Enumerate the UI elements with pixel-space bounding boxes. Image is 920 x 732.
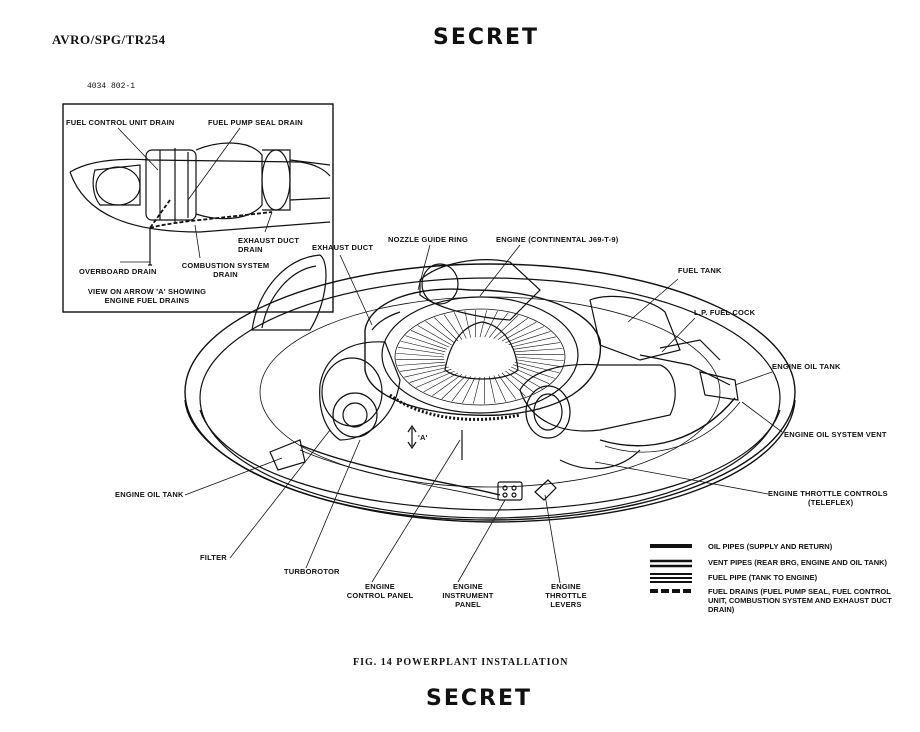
turbine-blade bbox=[405, 335, 447, 350]
turbine-blade bbox=[514, 348, 563, 353]
engine-cluster bbox=[269, 259, 741, 501]
turbine-blade bbox=[472, 376, 481, 404]
turbine-blade bbox=[511, 336, 556, 348]
label-engine-oil-system-vent: ENGINE OIL SYSTEM VENT bbox=[784, 430, 887, 439]
turbine-blade bbox=[410, 330, 449, 348]
label-exhaust-duct: EXHAUST DUCT bbox=[312, 243, 374, 252]
label-engine: ENGINE (CONTINENTAL J69-T-9) bbox=[496, 235, 619, 244]
label-engine-oil-tank-right: ENGINE OIL TANK bbox=[772, 362, 841, 371]
drawing-serial: 4034 802-1 bbox=[87, 82, 136, 91]
label-filter: FILTER bbox=[200, 553, 227, 562]
turbine-blade bbox=[400, 340, 446, 353]
legend-symbols bbox=[650, 544, 692, 593]
turbine-blade bbox=[434, 317, 459, 342]
turbine-blade bbox=[417, 325, 452, 346]
turbine-blade bbox=[441, 375, 467, 400]
label-fuel-tank: FUEL TANK bbox=[678, 266, 722, 275]
turbine-blade bbox=[513, 342, 560, 350]
turbine-blade bbox=[513, 364, 555, 379]
label-fuel-control-unit-drain: FUEL CONTROL UNIT DRAIN bbox=[66, 118, 175, 127]
legend-text: VENT PIPES (REAR BRG, ENGINE AND OIL TAN… bbox=[708, 558, 888, 567]
turbine-blade bbox=[425, 320, 455, 344]
turbine-blade bbox=[400, 364, 447, 372]
turbine-blade bbox=[453, 312, 467, 339]
label-lp-fuel-cock: L.P. FUEL COCK bbox=[694, 308, 756, 317]
turbine-blade bbox=[511, 366, 550, 384]
turbine-blade bbox=[479, 310, 488, 338]
saucer-hull bbox=[184, 254, 796, 523]
turbine-blade bbox=[497, 318, 528, 340]
turbine-blade bbox=[515, 356, 564, 362]
label-exhaust-duct-drain: EXHAUST DUCT DRAIN bbox=[238, 236, 300, 254]
turbine-blade bbox=[404, 366, 449, 378]
turbine-blade bbox=[396, 352, 445, 358]
inset-engine-drawing bbox=[69, 142, 331, 266]
turbine-blade bbox=[505, 326, 545, 344]
legend-text: FUEL DRAINS (FUEL PUMP SEAL, FUEL CONTRO… bbox=[708, 587, 892, 614]
turbine-blade bbox=[489, 312, 509, 338]
turbine-blade bbox=[508, 368, 543, 389]
turbine-blade bbox=[451, 376, 471, 402]
label-teleflex: (TELEFLEX) bbox=[808, 498, 854, 507]
turbine-blade bbox=[493, 314, 519, 339]
turbine-blade bbox=[462, 376, 476, 404]
turbine-blade bbox=[508, 331, 551, 346]
label-nozzle-guide-ring: NOZZLE GUIDE RING bbox=[388, 235, 469, 244]
legend-text: FUEL PIPE (TANK TO ENGINE) bbox=[708, 573, 818, 582]
inset-frame bbox=[62, 103, 334, 313]
turbine-blade bbox=[515, 359, 563, 368]
turbine-blade bbox=[432, 374, 463, 396]
turbine-blade bbox=[514, 361, 560, 374]
inset-caption: VIEW ON ARROW 'A' SHOWING ENGINE FUEL DR… bbox=[87, 287, 207, 305]
leader-lines bbox=[184, 244, 783, 584]
label-arrow-a: 'A' bbox=[418, 433, 428, 442]
turbine-blade bbox=[493, 375, 507, 402]
label-engine-control-panel: ENGINE CONTROL PANEL bbox=[346, 582, 414, 600]
turbine-blade bbox=[397, 361, 446, 366]
classification-top: SECRET bbox=[433, 25, 539, 50]
turbine-blade bbox=[423, 372, 459, 393]
turbine-blade bbox=[415, 370, 455, 388]
figure-caption: FIG. 14 POWERPLANT INSTALLATION bbox=[353, 657, 569, 668]
label-turborotor: TURBOROTOR bbox=[284, 567, 340, 576]
label-engine-instrument-panel: ENGINE INSTRUMENT PANEL bbox=[442, 582, 494, 609]
turbine-blade bbox=[497, 374, 517, 400]
label-engine-throttle-levers: ENGINE THROTTLE LEVERS bbox=[545, 582, 587, 609]
legend-text: OIL PIPES (SUPPLY AND RETURN) bbox=[708, 542, 833, 551]
label-combustion-system-drain: COMBUSTION SYSTEM DRAIN bbox=[181, 261, 270, 279]
label-fuel-pump-seal-drain: FUEL PUMP SEAL DRAIN bbox=[208, 118, 303, 127]
classification-bottom: SECRET bbox=[426, 686, 532, 711]
turbine-blade bbox=[464, 310, 471, 338]
document-reference: AVRO/SPG/TR254 bbox=[52, 32, 166, 47]
turbine-blade bbox=[397, 346, 445, 355]
label-overboard-drain: OVERBOARD DRAIN bbox=[79, 267, 157, 276]
label-engine-oil-tank-left: ENGINE OIL TANK bbox=[115, 490, 184, 499]
turbine-blade bbox=[489, 376, 496, 404]
label-engine-throttle-controls: ENGINE THROTTLE CONTROLS bbox=[768, 489, 888, 498]
turbine-blade bbox=[409, 368, 452, 383]
